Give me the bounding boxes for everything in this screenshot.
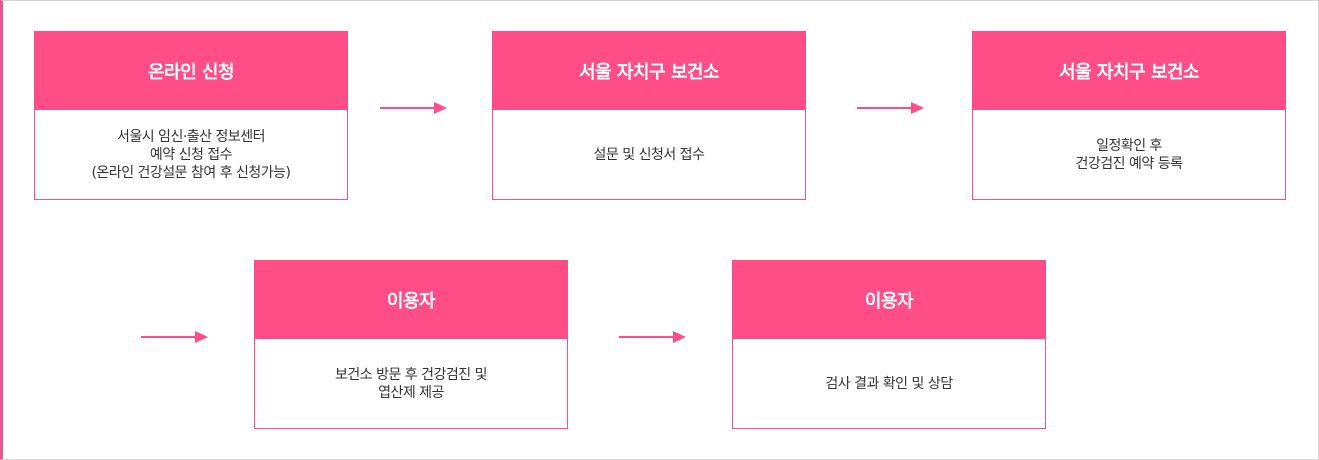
step-title: 서울 자치구 보건소 — [493, 32, 805, 110]
step-1-online-application: 온라인 신청 서울시 임신·출산 정보센터 예약 신청 접수 (온라인 건강설문… — [34, 31, 348, 200]
step-2-health-center-intake: 서울 자치구 보건소 설문 및 신청서 접수 — [492, 31, 806, 200]
step-description: 보건소 방문 후 건강검진 및 엽산제 제공 — [335, 366, 487, 401]
step-description: 검사 결과 확인 및 상담 — [825, 375, 953, 392]
arrow-right-icon — [141, 331, 208, 343]
step-title: 이용자 — [255, 261, 567, 339]
step-title: 서울 자치구 보건소 — [973, 32, 1285, 110]
step-description: 서울시 임신·출산 정보센터 예약 신청 접수 (온라인 건강설문 참여 후 신… — [91, 128, 291, 181]
step-4-user-visit: 이용자 보건소 방문 후 건강검진 및 엽산제 제공 — [254, 260, 568, 429]
step-5-user-results: 이용자 검사 결과 확인 및 상담 — [732, 260, 1046, 429]
step-title: 이용자 — [733, 261, 1045, 339]
step-title: 온라인 신청 — [35, 32, 347, 110]
arrow-right-icon — [619, 331, 686, 343]
step-description: 일정확인 후 건강검진 예약 등록 — [1075, 137, 1183, 172]
arrow-right-icon — [380, 102, 447, 114]
step-3-health-center-booking: 서울 자치구 보건소 일정확인 후 건강검진 예약 등록 — [972, 31, 1286, 200]
arrow-right-icon — [857, 102, 924, 114]
step-description: 설문 및 신청서 접수 — [593, 146, 705, 163]
